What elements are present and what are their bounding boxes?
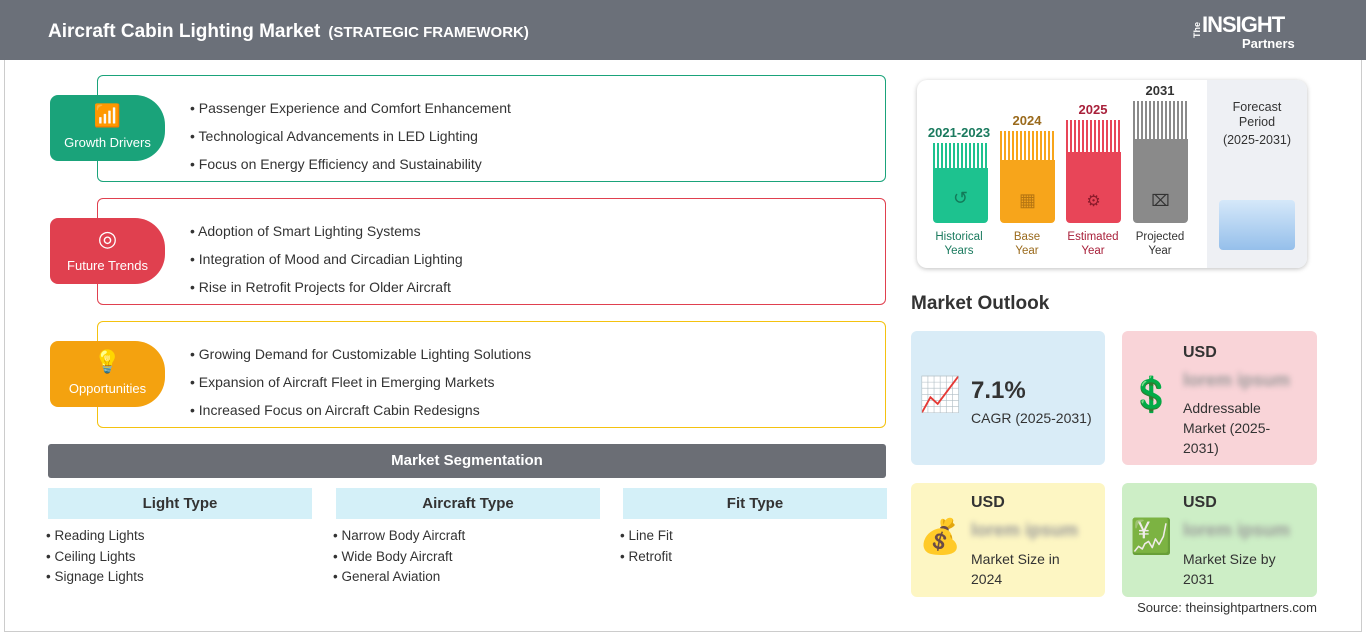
growth-drivers-card: • Passenger Experience and Comfort Enhan… [97, 75, 886, 182]
bar-estimated: ⚙ [1066, 120, 1121, 223]
segment-list-light-type: • Reading Lights • Ceiling Lights • Sign… [46, 526, 145, 588]
year-estimated: 2025 [1078, 102, 1108, 117]
size-2031-value: lorem ipsum [1183, 520, 1291, 540]
growth-chart-icon: 📈 [919, 376, 962, 414]
cagr-value: 7.1% [971, 377, 1026, 404]
money-growth-icon: 💹 [1130, 518, 1173, 556]
growth-drivers-badge: 📶Growth Drivers [50, 95, 165, 161]
target-icon: ◎ [97, 226, 118, 251]
cagr-label: CAGR (2025-2031) [971, 410, 1092, 426]
list-item: • Rise in Retrofit Projects for Older Ai… [190, 279, 451, 295]
future-trends-card: • Adoption of Smart Lighting Systems • I… [97, 198, 886, 305]
forecast-label: Forecast [1232, 100, 1282, 114]
bar-projected: ⌧ [1133, 101, 1188, 223]
list-item: • Passenger Experience and Comfort Enhan… [190, 100, 511, 116]
logo-partners: Partners [1242, 36, 1295, 51]
size-2031-label: Market Size by 2031 [1183, 551, 1276, 587]
addressable-market-card: 💲 USD lorem ipsum Addressable Market (20… [1122, 331, 1317, 465]
bar-historical: ↺ [933, 143, 988, 223]
cagr-card: 📈 7.1% CAGR (2025-2031) [911, 331, 1105, 465]
list-item: • Growing Demand for Customizable Lighti… [190, 346, 532, 362]
addressable-value: lorem ipsum [1183, 370, 1291, 390]
segment-header-fit-type: Fit Type [623, 488, 887, 519]
clock-history-icon: ↺ [952, 188, 969, 208]
opportunities-card: • Growing Demand for Customizable Lighti… [97, 321, 886, 428]
money-bulb-icon: 💲 [1130, 376, 1173, 414]
year-projected: 2031 [1145, 83, 1175, 98]
currency-label: USD [971, 494, 1005, 511]
segment-header-light-type: Light Type [48, 488, 312, 519]
page-title: Aircraft Cabin Lighting Market(STRATEGIC… [48, 21, 529, 42]
currency-label: USD [1183, 344, 1217, 361]
segmentation-title: Market Segmentation [48, 444, 886, 478]
calendar-icon: ▦ [1018, 190, 1036, 210]
size-2024-label: Market Size in 2024 [971, 551, 1060, 587]
money-chart-icon: 💰 [919, 518, 962, 556]
presentation-icon: ⌧ [1151, 193, 1170, 210]
source-text: Source: theinsightpartners.com [1137, 600, 1317, 615]
list-item: • Narrow Body Aircraft [333, 528, 466, 543]
forecast-range: (2025-2031) [1222, 133, 1292, 147]
forecast-period-panel: Forecast Period (2025-2031) [1207, 80, 1307, 268]
list-item: • Expansion of Aircraft Fleet in Emergin… [190, 374, 495, 390]
logo-insight: INSIGHT [1202, 12, 1285, 37]
addressable-label: Addressable Market (2025-2031) [1183, 400, 1271, 456]
estimate-chart-icon: ⚙ [1086, 193, 1101, 210]
market-size-2024-card: 💰 USD lorem ipsum Market Size in 2024 [911, 483, 1105, 597]
bar-base: ▦ [1000, 131, 1055, 223]
list-item: • Increased Focus on Aircraft Cabin Rede… [190, 402, 480, 418]
segment-header-aircraft-type: Aircraft Type [336, 488, 600, 519]
year-base: 2024 [1012, 113, 1042, 128]
list-item: • Focus on Energy Efficiency and Sustain… [190, 156, 482, 172]
list-item: • Ceiling Lights [46, 548, 136, 564]
currency-label: USD [1183, 494, 1217, 511]
list-item: • Integration of Mood and Circadian Ligh… [190, 251, 463, 267]
logo-the: The [1192, 21, 1202, 38]
page-subtitle: (STRATEGIC FRAMEWORK) [328, 24, 529, 41]
list-item: • Reading Lights [46, 528, 145, 543]
content-frame [4, 60, 1362, 632]
opportunities-badge: 💡Opportunities [50, 341, 165, 407]
list-item: • Adoption of Smart Lighting Systems [190, 223, 421, 239]
timeline-panel: Forecast Period (2025-2031) 2021-2023 ↺ … [917, 80, 1307, 268]
header-bar: Aircraft Cabin Lighting Market(STRATEGIC… [0, 0, 1366, 60]
size-2024-value: lorem ipsum [971, 520, 1079, 540]
list-item: • Retrofit [620, 548, 672, 564]
list-item: • General Aviation [333, 569, 441, 584]
year-historical: 2021-2023 [927, 125, 991, 140]
list-item: • Technological Advancements in LED Ligh… [190, 128, 478, 144]
period-label: Period [1238, 115, 1276, 129]
lightbulb-hand-icon: 💡 [93, 349, 122, 374]
segment-list-aircraft-type: • Narrow Body Aircraft • Wide Body Aircr… [333, 526, 465, 588]
list-item: • Wide Body Aircraft [333, 548, 453, 564]
list-item: • Line Fit [620, 528, 673, 543]
market-size-2031-card: 💹 USD lorem ipsum Market Size by 2031 [1122, 483, 1317, 597]
chart-growth-icon: 📶 [93, 103, 122, 128]
segment-list-fit-type: • Line Fit • Retrofit [620, 526, 673, 567]
market-outlook-title: Market Outlook [911, 293, 1050, 314]
future-trends-badge: ◎Future Trends [50, 218, 165, 284]
analytics-illustration-icon [1219, 200, 1295, 250]
list-item: • Signage Lights [46, 569, 144, 584]
